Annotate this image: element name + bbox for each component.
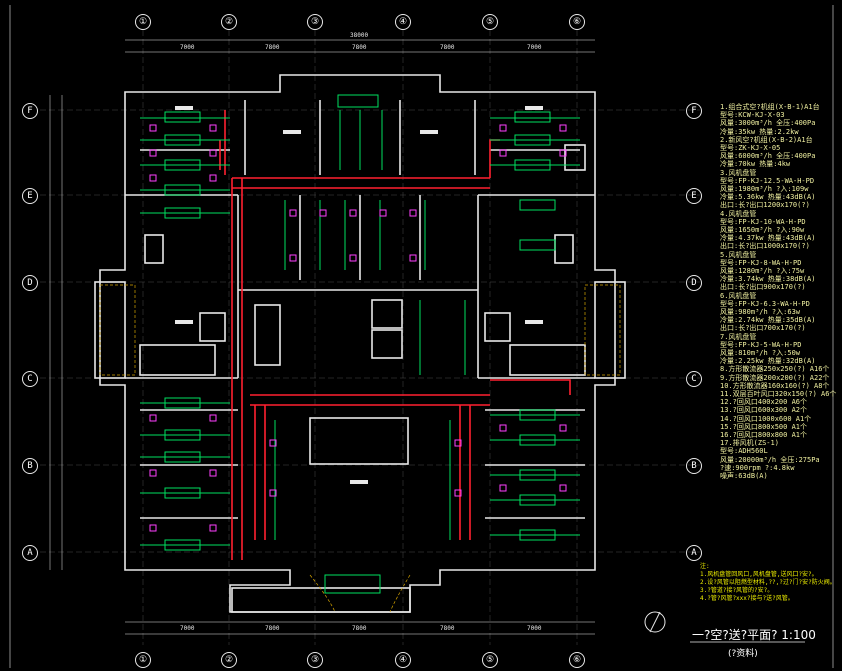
- axis-grid: [40, 30, 700, 645]
- drawing-subtitle: (?资料): [728, 649, 758, 659]
- legend-line: 9.方形散流器200x200(?) A22个: [720, 373, 830, 382]
- legend-line: 17.排风机(ZS-1): [720, 439, 779, 448]
- fcu-units: [140, 94, 580, 594]
- legend-line: 风量:1280m³/h ?入:75w: [720, 267, 805, 275]
- axis-row-c-right: C: [686, 371, 702, 387]
- legend-line: 风量:20000m³/h 全压:275Pa: [720, 455, 820, 464]
- legend-line: 8.方形散流器250x250(?) A16个: [720, 365, 830, 374]
- legend-line: 3.风机盘管: [720, 168, 757, 177]
- axis-col-4-top: ④: [395, 14, 411, 30]
- axis-col-5-top: ⑤: [482, 14, 498, 30]
- legend-line: 冷量:3.74kw 热量:38dB(A): [720, 275, 816, 284]
- axis-col-3-top: ③: [307, 14, 323, 30]
- legend-line: 风量:1980m³/h ?入:109w: [720, 185, 809, 193]
- axis-row-b-left: B: [22, 458, 38, 474]
- supply-duct: [219, 110, 571, 560]
- axis-col-6-top: ⑥: [569, 14, 585, 30]
- legend-line: 4.风机盘管: [720, 209, 757, 218]
- legend-line: 型号:ZK-KJ-X-05: [720, 144, 781, 152]
- legend-line: 出口:长?出口1200x170(?): [720, 201, 810, 210]
- legend-line: 型号:KCW-KJ-X-03: [720, 111, 785, 120]
- axis-col-1-bottom: ①: [135, 652, 151, 668]
- note-line: 注:: [700, 563, 710, 570]
- dim-bottom-3: 7800: [352, 625, 367, 632]
- legend-line: 风量:1650m³/h ?入:90w: [720, 226, 805, 234]
- legend-line: 13.?回风口600x300 A2个: [720, 406, 808, 415]
- north-arrow-icon: [644, 611, 666, 633]
- legend-line: 15.?回风口800x500 A1个: [720, 422, 808, 431]
- balcony-dashed: [99, 284, 621, 613]
- legend-line: 冷量:35kw 热量:2.2kw: [720, 127, 799, 136]
- note-line: 3.?管道?接?风管的?安?。: [700, 587, 774, 594]
- dim-bottom-5: 7000: [527, 625, 542, 632]
- dimension-lines: [49, 39, 595, 635]
- drawing-title: 一?空?送?平面? 1:100: [692, 628, 816, 642]
- axis-col-3-bottom: ③: [307, 652, 323, 668]
- legend-line: 冷量:4.37kw 热量:43dB(A): [720, 234, 816, 243]
- axis-row-c-left: C: [22, 371, 38, 387]
- dim-bottom-4: 7800: [440, 625, 455, 632]
- dim-bottom-1: 7000: [180, 625, 195, 632]
- legend-line: 出口:长?出口1000x170(?): [720, 242, 810, 251]
- legend-line: 冷量:5.36kw 热量:43dB(A): [720, 193, 816, 202]
- legend-line: 14.?回风口1000x600 A1个: [720, 414, 812, 423]
- legend-line: 风量:980m³/h ?入:63w: [720, 308, 801, 316]
- legend-line: 10.方形散流器160x160(?) A8个: [720, 381, 830, 390]
- axis-col-1-top: ①: [135, 14, 151, 30]
- axis-col-5-bottom: ⑤: [482, 652, 498, 668]
- dim-top-1: 7000: [180, 44, 195, 51]
- dim-top-3: 7800: [352, 44, 367, 51]
- legend-line: 12.?回风口400x200 A6个: [720, 398, 808, 407]
- legend-line: 风量:6000m³/h 全压:400Pa: [720, 152, 816, 161]
- note-line: 1.风机盘管回风口,风机盘管,送风口?安?。: [700, 571, 818, 578]
- dim-bottom-2: 7800: [265, 625, 280, 632]
- axis-row-a-left: A: [22, 545, 38, 561]
- legend-line: 出口:长?出口700x170(?): [720, 324, 806, 333]
- diffusers: [149, 124, 567, 532]
- axis-row-d-right: D: [686, 275, 702, 291]
- legend-line: 风量:3000m³/h 全压:400Pa: [720, 119, 816, 128]
- legend-line: 型号:FP-KJ-10-WA-H-PD: [720, 217, 806, 226]
- legend-line: 11.双层百叶风口320x150(?) A6个: [720, 390, 837, 398]
- axis-col-4-bottom: ④: [395, 652, 411, 668]
- axis-row-e-right: E: [686, 188, 702, 204]
- axis-col-2-bottom: ②: [221, 652, 237, 668]
- frame: [9, 5, 834, 668]
- legend-line: 风量:810m³/h ?入:50w: [720, 349, 801, 357]
- legend-line: 5.风机盘管: [720, 250, 757, 259]
- equipment: [175, 106, 543, 484]
- legend-line: ?速:900rpm ?:4.8kw: [720, 463, 795, 472]
- legend-line: 噪声:63dB(A): [720, 472, 768, 480]
- legend-line: 型号:FP-KJ-6.3-WA-H-PD: [720, 299, 810, 308]
- dim-total-top: 38000: [350, 32, 369, 39]
- legend-line: 1.组合式空?机组(X-B-1)A1台: [720, 103, 820, 111]
- note-line: 4.?管?风管?xxx?接与?送?风管。: [700, 595, 794, 602]
- axis-col-2-top: ②: [221, 14, 237, 30]
- axis-row-f-right: F: [686, 103, 702, 119]
- legend-line: 型号:FP-KJ-8-WA-H-PD: [720, 258, 802, 267]
- axis-row-f-left: F: [22, 103, 38, 119]
- legend-line: 出口:长?出口900x170(?): [720, 283, 806, 292]
- axis-row-e-left: E: [22, 188, 38, 204]
- dim-top-4: 7800: [440, 44, 455, 51]
- legend-line: 冷量:2.74kw 热量:35dB(A): [720, 316, 816, 325]
- axis-row-b-right: B: [686, 458, 702, 474]
- axis-col-6-bottom: ⑥: [569, 652, 585, 668]
- legend-line: 7.风机盘管: [720, 332, 757, 341]
- dim-top-2: 7800: [265, 44, 280, 51]
- axis-row-a-right: A: [686, 545, 702, 561]
- legend-line: 冷量:70kw 热量:4kw: [720, 160, 791, 169]
- dim-top-5: 7000: [527, 44, 542, 51]
- legend-line: 型号:FP-KJ-5-WA-H-PD: [720, 340, 802, 349]
- legend-line: 型号:ADH560L: [720, 447, 768, 456]
- legend-line: 6.风机盘管: [720, 291, 757, 300]
- legend-line: 2.新风空?机组(X-B-2)A1台: [720, 135, 813, 144]
- legend-line: 型号:FP-KJ-12.5-WA-H-PD: [720, 176, 815, 185]
- legend-line: 16.?回风口800x800 A1个: [720, 431, 808, 439]
- axis-row-d-left: D: [22, 275, 38, 291]
- note-line: 2.设?风管以阻燃型材料,??,?过?门?安?防火阀。: [700, 579, 836, 586]
- legend-line: 冷量:2.25kw 热量:32dB(A): [720, 357, 816, 366]
